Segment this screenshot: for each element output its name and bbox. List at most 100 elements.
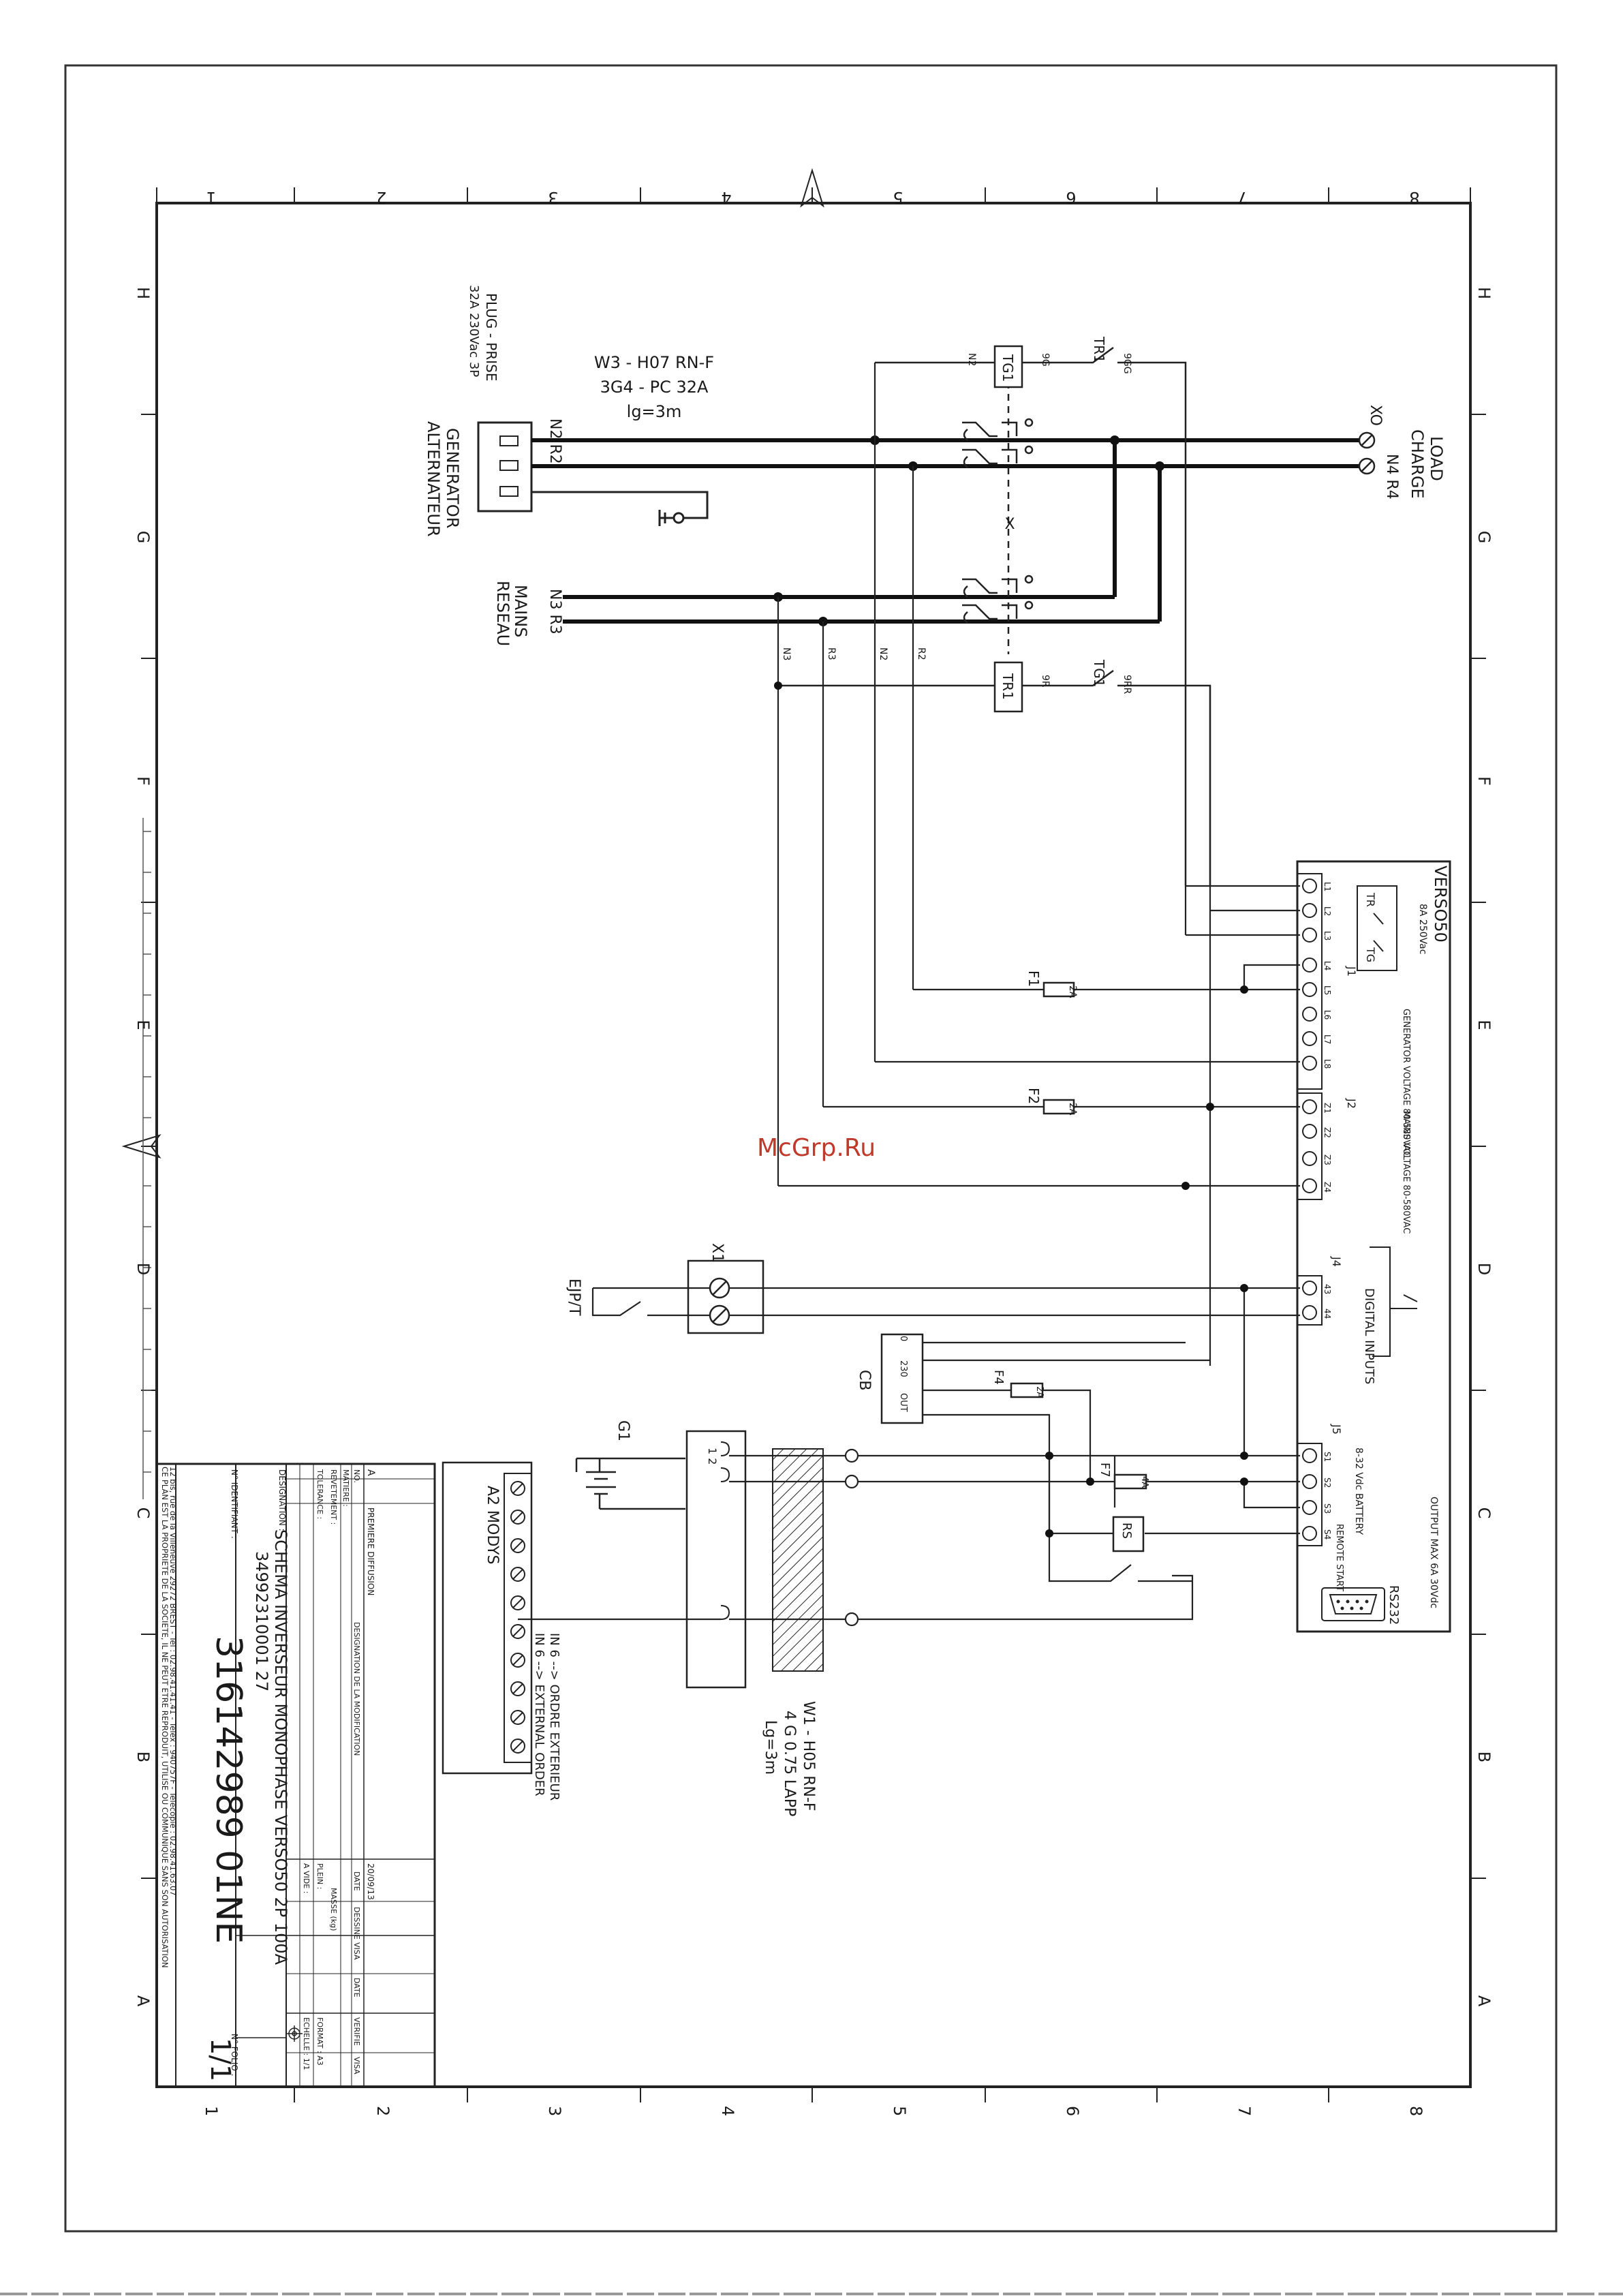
f4-label: F4 (991, 1370, 1006, 1385)
wire-n3: N3 (781, 647, 792, 660)
grid-col-4: 4 (721, 188, 731, 207)
j4-pin-labels: 43 44 (1323, 1284, 1332, 1319)
j5-label: J5 (1330, 1424, 1343, 1435)
col-no: NO. (352, 1469, 361, 1483)
power-lines (531, 438, 1360, 624)
grid-row-F: F (134, 776, 153, 786)
grid-col-5: 5 (893, 188, 903, 207)
echelle: ECHELLE : 1/1 (302, 2017, 311, 2070)
grid-row-D: D (134, 1263, 153, 1275)
digital-input-switch-icon (1370, 1246, 1418, 1357)
j1-pin: L8 (1323, 1059, 1332, 1069)
in6-en: IN 6 --> EXTERNAL ORDER (532, 1633, 546, 1796)
left-scale-ticks (142, 818, 151, 1499)
grid-ruler-top (156, 187, 1471, 203)
wire-9gg: 9GG (1122, 353, 1132, 374)
coil-tr1: TR1 (993, 661, 1023, 713)
f1-label: F1 (1025, 970, 1042, 987)
grid-col-6-b: 6 (1063, 2106, 1082, 2116)
wire-r2: R2 (916, 647, 927, 660)
alternator-label: ALTERNATEUR (424, 421, 443, 537)
grid-labels-top: 1 2 3 4 5 6 7 8 (206, 188, 1419, 207)
cb-pin-out: OUT (898, 1393, 908, 1412)
load-terminals: N4 R4 (1383, 454, 1400, 500)
designation-code: 34992310001 27 (252, 1551, 271, 1692)
gen-voltage: GENERATOR VOLTAGE 80-580VAC (1401, 1009, 1411, 1157)
digital-inputs: DIGITAL INPUTS (1362, 1288, 1376, 1384)
rs232-port-icon (1321, 1587, 1385, 1621)
rev-letter: A (365, 1469, 376, 1476)
copyright-note: CE PLAN EST LA PROPRIETE DE LA SOCIETE, … (160, 1467, 170, 1968)
grid-row-A-r: A (1474, 1995, 1494, 2007)
grid-col-1: 1 (206, 188, 216, 207)
grid-col-2: 2 (376, 188, 386, 207)
identifiant-label: N° IDENTIFIANT : (230, 1469, 239, 1539)
col-desc: DESIGNATION DE LA MODIFICATION (352, 1622, 361, 1756)
generator-label: GENERATOR (443, 428, 462, 528)
company-address: 12 bis, rue de la Villeneuve 29272 BREST… (168, 1467, 178, 1896)
cb-converter (880, 1333, 924, 1424)
x1-wires (729, 1287, 1300, 1317)
grid-row-F-r: F (1474, 776, 1494, 786)
wire-9r: 9R (1040, 675, 1051, 688)
ejp-contact-icon (591, 1287, 710, 1317)
contactor-switches (962, 382, 1034, 654)
cb-pin-230: 230 (898, 1360, 908, 1377)
control-junctions (774, 682, 1248, 1190)
j2-terminal-block (1297, 1092, 1323, 1200)
grid-row-G: G (134, 531, 153, 544)
j1-pin-labels: L1 L2 L3 L4 L5 L6 L7 L8 (1323, 882, 1332, 1069)
rev-date: 20/09/13 (366, 1863, 375, 1900)
load-terminal-icon (1358, 431, 1376, 475)
j1-pin: L1 (1323, 882, 1332, 891)
wire-n2: N2 (878, 647, 888, 660)
cb-wires (923, 1341, 1210, 1533)
grid-col-3-b: 3 (545, 2106, 564, 2116)
load-label: LOAD (1427, 436, 1446, 481)
fuse-f4 (1010, 1382, 1044, 1398)
relay-box (1357, 885, 1397, 971)
w3-spec: 3G4 - PC 32A (600, 378, 709, 397)
w1-connector (685, 1430, 747, 1689)
relay-contact-icon (1373, 913, 1384, 952)
grid-row-B: B (134, 1751, 153, 1762)
j4-pin: 44 (1323, 1308, 1332, 1319)
tr1-contact: TR1 (1091, 336, 1107, 363)
format: FORMAT : A3 (315, 2017, 324, 2066)
center-mark-left-icon (121, 1134, 161, 1159)
designation-label: DESIGNATION : (277, 1469, 287, 1531)
grid-col-7-b: 7 (1235, 2106, 1254, 2116)
f4-rating: 2A (1034, 1386, 1045, 1398)
j4-label: J4 (1330, 1256, 1343, 1267)
j2-label: J2 (1345, 1098, 1358, 1109)
matiere: MATIERE : (341, 1469, 350, 1507)
grid-row-C-r: C (1474, 1507, 1494, 1519)
rs-label: RS (1119, 1522, 1134, 1539)
f7-label: F7 (1098, 1463, 1112, 1478)
generator-plug (477, 421, 533, 512)
reseau-label: RESEAU (493, 581, 512, 646)
j1-label: J1 (1345, 966, 1358, 977)
j1-pin: L5 (1323, 985, 1332, 995)
grid-labels-right: H G F E D C B A (1474, 287, 1494, 2007)
plug-label: PLUG - PRISE (483, 293, 499, 381)
modys-label: A2 MODYS (484, 1486, 501, 1564)
grid-col-3: 3 (548, 188, 558, 207)
verso50-module (1296, 860, 1451, 1633)
f2-rating: 2A (1067, 1103, 1078, 1116)
mains-voltage: MAINS VOLTAGE 80-580VAC (1401, 1111, 1411, 1234)
grid-row-H: H (134, 287, 153, 299)
j5-pin: S4 (1323, 1529, 1332, 1540)
j5-pin: S1 (1323, 1452, 1332, 1462)
plug-rating: 32A 230Vac 3P (467, 285, 481, 377)
verso50-name: VERSO50 (1431, 866, 1450, 943)
relay-tg: TG (1364, 947, 1377, 962)
col-date2: DATE (352, 1978, 361, 1997)
grid-row-H-r: H (1474, 287, 1494, 299)
drawing-frame (155, 202, 1472, 2088)
cb-pin-0: 0 (898, 1336, 908, 1341)
grid-col-2-b: 2 (373, 2106, 392, 2116)
f7-rating: 4A (1139, 1476, 1149, 1488)
wire-r3: R3 (826, 647, 837, 660)
col-visa: VISA (352, 1942, 361, 1960)
